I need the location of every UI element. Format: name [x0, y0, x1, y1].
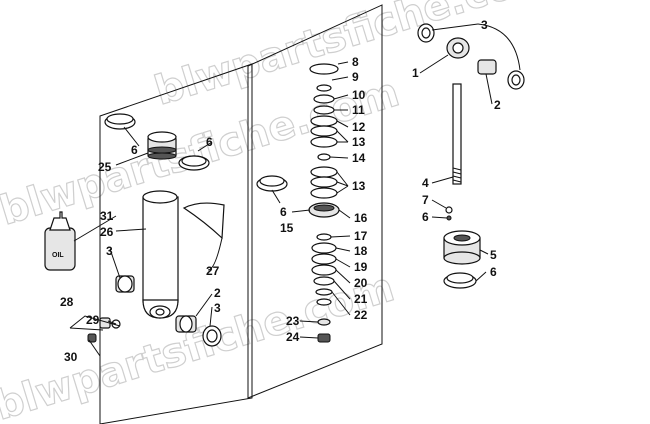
callout-28: 28: [60, 295, 74, 309]
callout-5: 5: [490, 248, 497, 262]
shaft-group: [417, 23, 525, 289]
callout-2-left: 2: [214, 286, 221, 300]
callout-25: 25: [98, 160, 112, 174]
callout-26: 26: [100, 225, 114, 239]
panel-middle: [247, 4, 383, 399]
callout-24: 24: [286, 330, 300, 344]
callout-23: 23: [286, 314, 300, 328]
callout-22: 22: [354, 308, 368, 322]
shock-body-part-26: [142, 196, 179, 303]
callout-8: 8: [352, 55, 359, 69]
callout-13-upper: 13: [352, 135, 366, 149]
callout-20: 20: [354, 276, 368, 290]
watermark-text-bottom: blwpartsfiche.com: [0, 264, 399, 424]
oil-bottle-part-31: OIL: [44, 211, 76, 271]
callout-11: 11: [352, 103, 365, 117]
leader-lines: [73, 23, 521, 357]
callout-19: 19: [354, 260, 368, 274]
oil-label-text: OIL: [52, 252, 64, 259]
callout-18: 18: [354, 244, 368, 258]
callout-21: 21: [354, 292, 368, 306]
callout-6-shaft-upper: 6: [422, 210, 429, 224]
bushing-part-2-right: [477, 59, 497, 75]
callout-9: 9: [352, 70, 359, 84]
callout-4: 4: [422, 176, 429, 190]
callout-3-lower: 3: [214, 301, 221, 315]
washer-part-8: [309, 63, 339, 75]
callout-27: 27: [206, 264, 220, 278]
callout-3-left: 3: [106, 244, 113, 258]
callout-7: 7: [422, 193, 429, 207]
washer-part-23: [317, 318, 331, 326]
label-part-27: [182, 202, 225, 240]
callout-6-left-ring: 6: [131, 143, 138, 157]
callout-6-right-ring: 6: [206, 135, 213, 149]
callout-16: 16: [354, 211, 368, 225]
callout-30: 30: [64, 350, 78, 364]
callout-31: 31: [100, 209, 114, 223]
callout-17: 17: [354, 229, 368, 243]
callout-2-right: 2: [494, 98, 501, 112]
callout-3-top: 3: [481, 18, 488, 32]
seal-head-part-5: [443, 230, 481, 265]
shock-body-group: OIL: [44, 113, 225, 347]
valve-cap-part-30: [87, 333, 97, 343]
shaft-part-4: [452, 83, 462, 185]
callout-14: 14: [352, 151, 366, 165]
callout-29: 29: [86, 313, 100, 327]
callout-13-lower: 13: [352, 179, 366, 193]
callouts: 6 6 25 31 26 3 27 2 3 28 29 30 8 9 10 11…: [60, 18, 501, 364]
callout-6-shaft-lower: 6: [490, 265, 497, 279]
callout-12: 12: [352, 120, 366, 134]
callout-10: 10: [352, 88, 366, 102]
callout-15: 15: [280, 221, 294, 235]
screw-part-7: [445, 206, 453, 214]
callout-6-middle: 6: [280, 205, 287, 219]
nut-part-24: [317, 333, 331, 343]
callout-1: 1: [412, 66, 419, 80]
